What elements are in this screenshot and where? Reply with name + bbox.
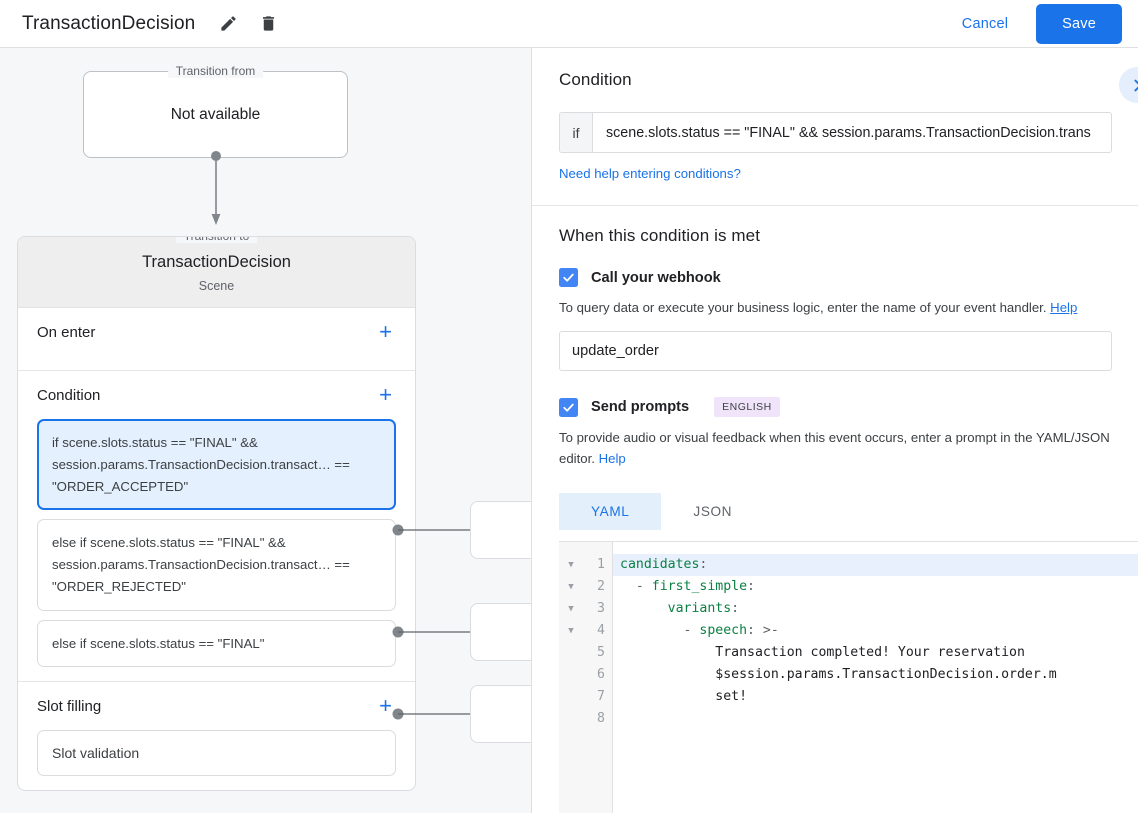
panel-met-section: When this condition is met Call your web… [532, 206, 1138, 813]
section-condition-title: Condition [37, 386, 101, 404]
app-body: Transition from Not available Transition… [0, 48, 1138, 813]
section-slot-filling-title: Slot filling [37, 697, 102, 715]
section-on-enter: On enter + [18, 308, 415, 371]
add-on-enter-button[interactable]: + [375, 319, 396, 345]
fold-toggle-icon[interactable]: ▼ [568, 560, 574, 571]
chevron-right-icon-glyph [1133, 79, 1138, 91]
page-title: TransactionDecision [22, 12, 196, 34]
section-on-enter-head: On enter + [37, 308, 396, 356]
slot-validation-card[interactable]: Slot validation [37, 730, 396, 777]
section-condition-head: Condition + [37, 371, 396, 419]
editor-line-number: 6 [597, 667, 605, 683]
target-node-stub[interactable] [470, 603, 531, 661]
target-node-stub[interactable] [470, 685, 531, 743]
editor-line-number: 7 [597, 689, 605, 705]
webhook-help-link[interactable]: Help [1050, 300, 1078, 315]
add-slot-filling-button[interactable]: + [375, 693, 396, 719]
webhook-description: To query data or execute your business l… [559, 298, 1112, 318]
pencil-icon[interactable] [213, 9, 243, 39]
condition-help-link[interactable]: Need help entering conditions? [559, 166, 741, 181]
editor-format-tabs: YAML JSON [559, 493, 1112, 531]
editor-code-line [613, 708, 1138, 730]
check-icon [563, 273, 574, 282]
webhook-handler-input[interactable] [559, 331, 1112, 372]
prompts-description: To provide audio or visual feedback when… [559, 428, 1112, 469]
editor-line-number: 2 [597, 579, 605, 595]
transition-to-subtitle: Scene [198, 279, 235, 293]
webhook-description-text: To query data or execute your business l… [559, 300, 1047, 315]
webhook-checkbox-row: Call your webhook [559, 268, 1112, 287]
editor-code-line: set! [620, 689, 748, 705]
panel-condition-heading: Condition [559, 70, 632, 89]
transition-to-title: TransactionDecision [142, 253, 291, 271]
prompts-checkbox[interactable] [559, 397, 578, 417]
editor-code-line: - speech: >- [620, 623, 779, 639]
properties-panel: Condition if Need help entering conditio… [531, 48, 1138, 813]
yaml-editor[interactable]: ▼ ▼ ▼ ▼ 1 2 3 4 5 6 7 8 candidates: - first_simple… [559, 541, 1138, 813]
tab-json[interactable]: JSON [661, 493, 764, 530]
prompts-description-text: To provide audio or visual feedback when… [559, 430, 1110, 466]
app-header: TransactionDecision Cancel Save [0, 0, 1138, 48]
fold-toggle-icon[interactable]: ▼ [568, 626, 574, 637]
editor-line-number: 8 [597, 711, 605, 727]
chevron-right-icon[interactable] [1119, 67, 1138, 103]
editor-fold-gutter[interactable]: ▼ ▼ ▼ ▼ [559, 542, 583, 813]
transition-from-value: Not available [170, 105, 261, 123]
section-slot-filling: Slot filling + Slot validation [18, 682, 415, 790]
editor-line-number: 3 [597, 601, 605, 617]
webhook-label: Call your webhook [591, 269, 721, 286]
editor-line-numbers: 1 2 3 4 5 6 7 8 [583, 542, 613, 813]
add-condition-button[interactable]: + [375, 382, 396, 408]
editor-code-line: $session.params.TransactionDecision.orde… [620, 667, 1057, 683]
save-button[interactable]: Save [1036, 3, 1122, 44]
flow-connector-arrow [211, 151, 221, 225]
language-badge: ENGLISH [714, 397, 780, 418]
section-on-enter-title: On enter [37, 323, 96, 341]
prompts-label: Send prompts [591, 399, 690, 416]
panel-met-heading: When this condition is met [559, 226, 761, 245]
prompts-help-link[interactable]: Help [598, 450, 626, 466]
section-condition: Condition + if scene.slots.status == "FI… [18, 371, 415, 683]
panel-condition-section: Condition if Need help entering conditio… [532, 48, 1138, 206]
editor-code-line: - first_simple: [620, 579, 755, 595]
edge-arrow-3 [392, 708, 481, 720]
pencil-icon-glyph [221, 16, 236, 31]
trash-icon-glyph [262, 16, 274, 31]
fold-toggle-icon[interactable]: ▼ [568, 604, 574, 615]
transition-from-node[interactable]: Transition from Not available [83, 64, 348, 158]
target-node-stub[interactable] [470, 501, 531, 559]
editor-code-line: Transaction completed! Your reservation [620, 645, 1025, 661]
transition-to-header[interactable]: TransactionDecision Scene [18, 237, 415, 308]
trash-icon[interactable] [253, 9, 283, 39]
edge-arrow-1 [392, 524, 481, 536]
editor-code-line: variants: [667, 601, 740, 617]
cancel-button[interactable]: Cancel [948, 8, 1022, 40]
editor-line-number: 4 [597, 623, 605, 639]
condition-if-label: if [560, 113, 593, 152]
transition-from-legend: Transition from [167, 64, 264, 78]
tab-yaml[interactable]: YAML [559, 493, 662, 531]
transition-to-node: Transition to TransactionDecision Scene … [17, 236, 416, 792]
fold-toggle-icon[interactable]: ▼ [568, 582, 574, 593]
edge-arrow-2 [392, 626, 481, 638]
editor-line-number: 1 [597, 557, 605, 573]
editor-code-line: candidates: [613, 554, 1138, 577]
flow-canvas[interactable]: Transition from Not available Transition… [0, 48, 531, 813]
condition-input[interactable] [593, 113, 1111, 152]
editor-line-number: 5 [597, 645, 605, 661]
transition-to-legend: Transition to [175, 237, 258, 243]
condition-card-selected[interactable]: if scene.slots.status == "FINAL" && sess… [37, 419, 396, 511]
check-icon [563, 403, 574, 412]
prompts-checkbox-row: Send prompts ENGLISH [559, 397, 1112, 418]
condition-card[interactable]: else if scene.slots.status == "FINAL" [37, 619, 396, 668]
flow-canvas-inner: Transition from Not available Transition… [0, 48, 531, 813]
webhook-checkbox[interactable] [559, 268, 578, 287]
condition-card[interactable]: else if scene.slots.status == "FINAL" &&… [37, 519, 396, 611]
section-slot-filling-head: Slot filling + [37, 682, 396, 730]
condition-input-row: if [559, 112, 1112, 153]
editor-code-area[interactable]: candidates: - first_simple: variants: - … [613, 542, 1138, 813]
